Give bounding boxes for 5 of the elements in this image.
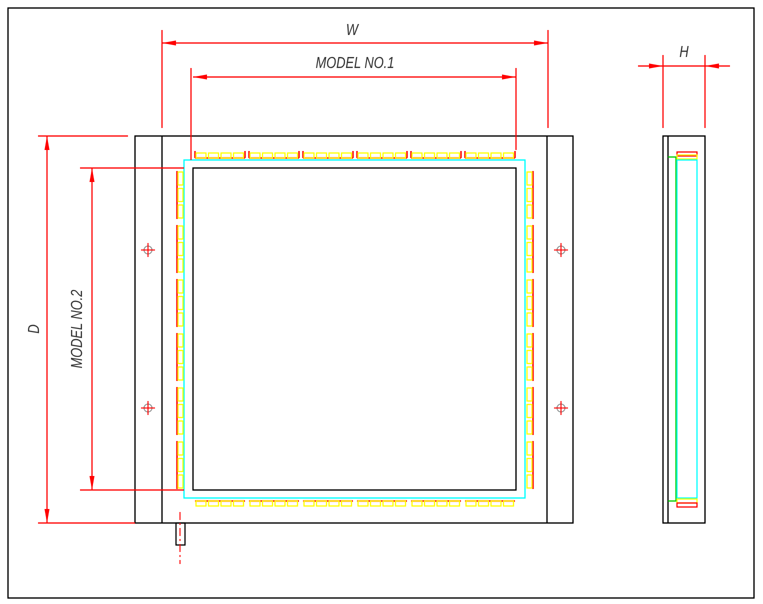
dimension-label: W [346,23,358,39]
dimension-label: D [27,324,43,334]
dimension-label: H [679,45,689,61]
dimension-label: MODEL NO.1 [316,56,394,72]
dimension-label: MODEL NO.2 [70,290,86,368]
